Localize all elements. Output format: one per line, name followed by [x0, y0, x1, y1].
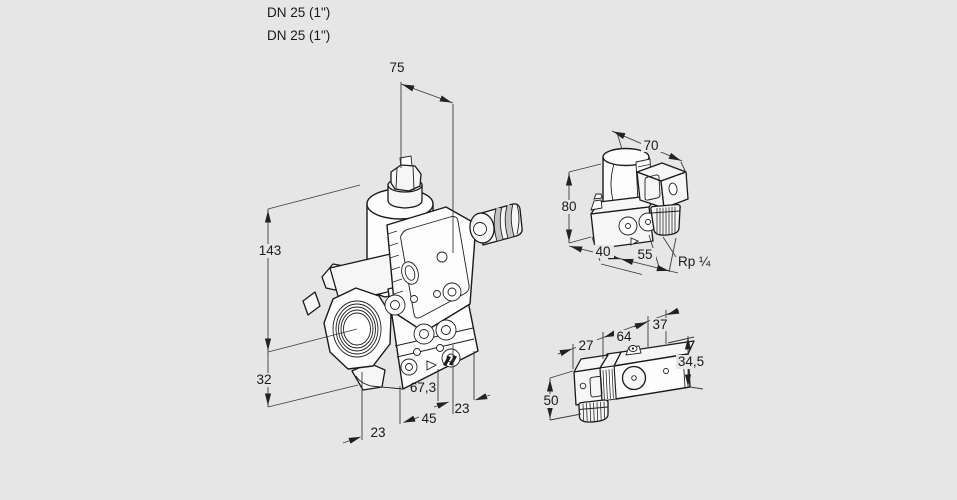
- dim-67-3-label: 67,3: [410, 380, 436, 395]
- bolts-and-test-points: [384, 282, 462, 376]
- top-view-dimensions: 27 64 37 34,5 50: [540, 307, 707, 421]
- type-designation-line1: DN 25 (1"): [267, 5, 331, 20]
- type-designation-line2: DN 25 (1"): [267, 28, 331, 43]
- cable-plug: [469, 203, 523, 246]
- front-view-dimensions: 75 143 32 23 45 67,3 23: [254, 60, 491, 444]
- dim-64-label: 64: [616, 329, 632, 344]
- valve-side-view: 70 80 40 55 Rp ¼: [558, 130, 711, 275]
- valve-top-view: 27 64 37 34,5 50: [540, 307, 707, 423]
- dim-34-5-label: 34,5: [678, 354, 704, 369]
- valve-front-view: 75 143 32 23 45 67,3 23: [254, 60, 523, 444]
- flow-direction-arrow: [426, 360, 438, 371]
- top-winding-band: [599, 351, 622, 402]
- dim-55-label: 55: [637, 247, 652, 262]
- flow-direction-arrow: [630, 237, 640, 246]
- dim-80-label: 80: [561, 199, 576, 214]
- mounting-tab-left: [302, 291, 321, 316]
- dim-70-label: 70: [643, 138, 658, 153]
- cover-screw-hole: [436, 251, 448, 263]
- marking-slashes: [443, 355, 457, 366]
- dim-37-label: 37: [652, 317, 667, 332]
- dim-143-label: 143: [259, 243, 282, 258]
- side-view-dimensions: 70 80 40 55 Rp ¼: [558, 130, 711, 275]
- dim-50-label: 50: [543, 393, 558, 408]
- side-terminal-box: [636, 162, 689, 209]
- coil-winding-hatch: [387, 230, 405, 307]
- pipe-thread: [332, 300, 382, 358]
- cable-entry-ring: [401, 261, 419, 285]
- top-cable-gland: [578, 399, 609, 423]
- dim-75-label: 75: [389, 60, 404, 75]
- dim-27-label: 27: [578, 338, 593, 353]
- dim-40-label: 40: [595, 244, 610, 259]
- dim-32-label: 32: [256, 372, 271, 387]
- thread-size-label: Rp ¼: [678, 254, 711, 269]
- top-solenoid-housing: [613, 340, 695, 400]
- dim-23-right-label: 23: [454, 401, 469, 416]
- dim-45-label: 45: [421, 411, 436, 426]
- side-cable-gland: [650, 203, 681, 236]
- dim-23-left-label: 23: [370, 425, 385, 440]
